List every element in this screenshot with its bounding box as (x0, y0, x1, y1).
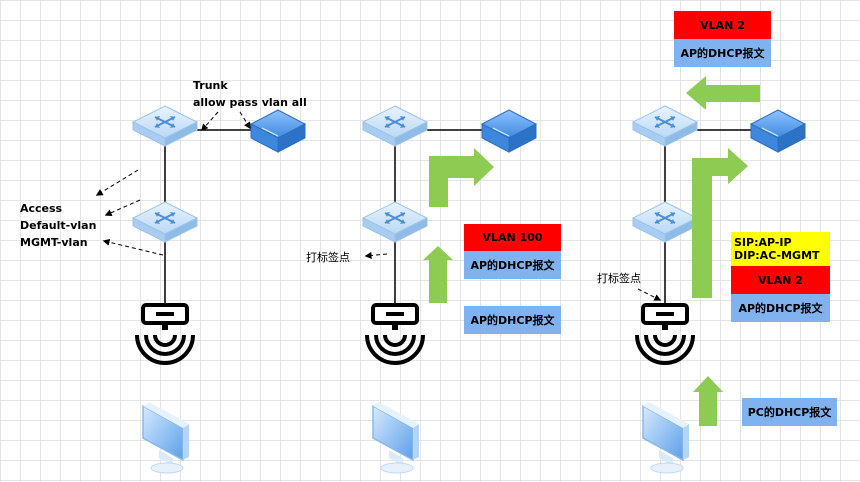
aggregation-switch-icon (362, 105, 428, 147)
trunk-pointer-arrow (201, 111, 219, 132)
up-right-green-arrow (429, 148, 494, 207)
pc-icon (372, 401, 420, 474)
ap-dhcp-packet-box-top: AP的DHCP报文 (674, 39, 771, 67)
tag-point-label: 打标签点 (597, 272, 641, 285)
access-point-icon (635, 303, 695, 365)
default-vlan-label: Default-vlan (20, 219, 97, 232)
trunk-pointer-arrow-2 (239, 111, 251, 130)
access-switch-icon (632, 201, 698, 243)
dip-label: DIP:AC-MGMT (734, 249, 820, 262)
tagged-dhcp-packet-box: AP的DHCP报文 (464, 251, 561, 279)
up-right-green-arrow (692, 148, 748, 298)
mgmt-vlan-label: MGMT-vlan (20, 236, 88, 249)
up-green-arrow (693, 376, 723, 426)
pc-icon (142, 401, 190, 474)
ap-dhcp-packet-box: AP的DHCP报文 (731, 294, 830, 322)
untagged-dhcp-packet-box: AP的DHCP报文 (464, 306, 561, 334)
access-pointer-arrow-2 (104, 199, 141, 216)
access-switch-icon (362, 201, 428, 243)
tag-point-pointer-arrow (364, 251, 388, 259)
tag-point-pointer-arrow (637, 288, 662, 301)
aggregation-switch-icon (132, 105, 198, 147)
ac-controller-icon (750, 109, 806, 153)
access-label: Access (20, 202, 63, 215)
up-green-arrow (423, 246, 453, 303)
ac-controller-icon (481, 109, 537, 153)
left-topology (95, 105, 306, 474)
ip-header-box: SIP:AP-IP DIP:AC-MGMT (731, 232, 830, 266)
trunk-allow-label: allow pass vlan all (193, 96, 307, 109)
tag-point-label: 打标签点 (306, 251, 350, 264)
vlan100-box: VLAN 100 (464, 224, 561, 251)
access-point-icon (365, 303, 425, 365)
vlan2-box: VLAN 2 (731, 266, 830, 294)
left-green-arrow (686, 76, 760, 110)
pc-dhcp-packet-box: PC的DHCP报文 (742, 398, 837, 426)
access-pointer-arrow-3 (102, 238, 164, 256)
vlan2-box-top: VLAN 2 (674, 11, 771, 39)
right-topology (632, 76, 806, 474)
access-switch-icon (132, 201, 198, 243)
access-point-icon (135, 303, 195, 365)
trunk-label: Trunk (193, 79, 228, 92)
access-pointer-arrow-1 (95, 169, 139, 196)
pc-icon (642, 401, 690, 474)
middle-topology (362, 105, 537, 474)
ac-controller-icon (250, 109, 306, 153)
sip-label: SIP:AP-IP (734, 236, 792, 249)
aggregation-switch-icon (632, 105, 698, 147)
